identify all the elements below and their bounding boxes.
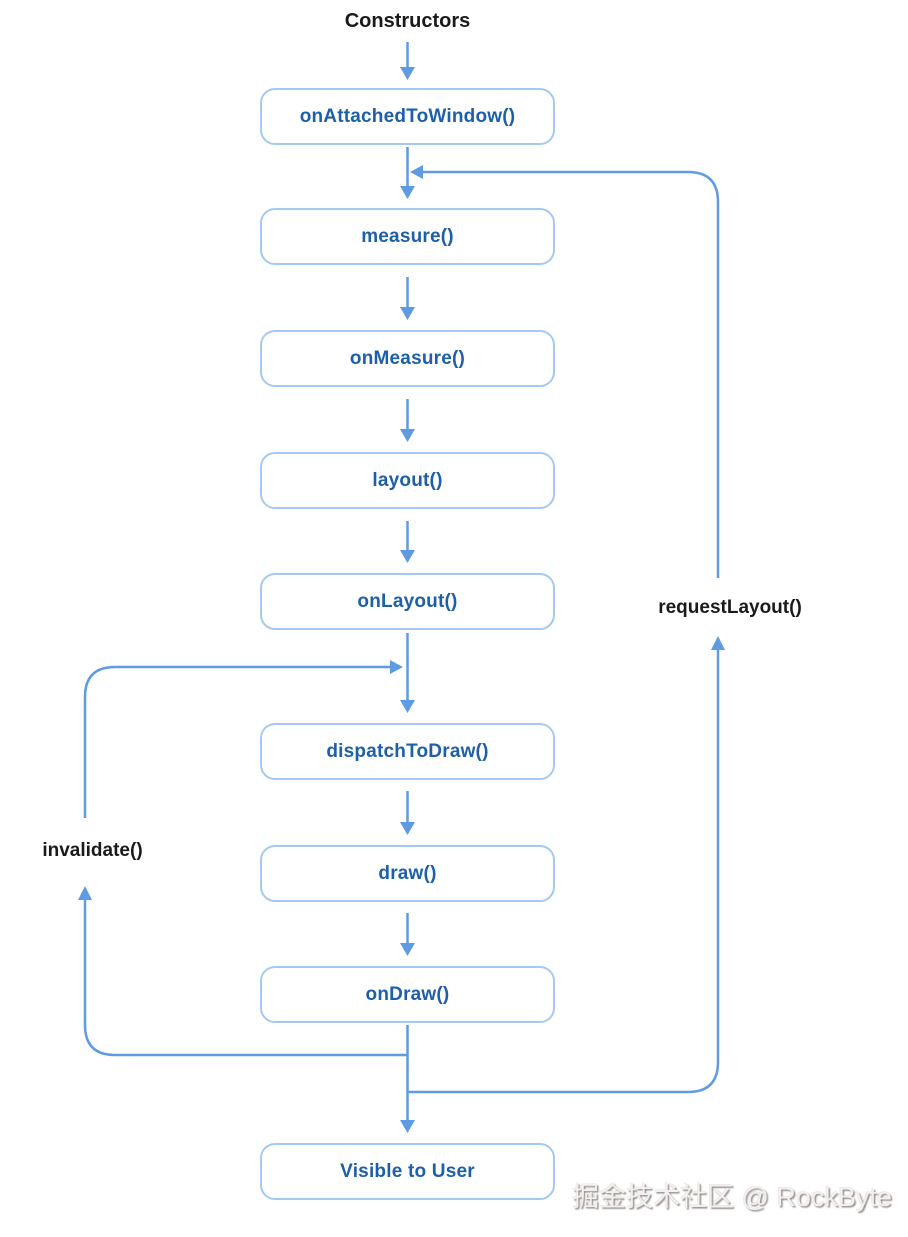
requestlayout-loop-upper-segment — [423, 170, 720, 578]
requestlayout-label: requestLayout() — [658, 597, 802, 618]
invalidate-loop-lower-segment — [83, 900, 408, 1057]
invalidate-loop-upper-segment — [83, 665, 390, 818]
node-onattachedtowindow: onAttachedToWindow() — [260, 88, 555, 145]
arrowhead-to-ondraw — [400, 943, 415, 956]
requestlayout-loop-lower-segment — [407, 650, 720, 1094]
arrowhead-to-layout — [400, 429, 415, 442]
arrowhead-to-draw — [400, 822, 415, 835]
arrowhead-to-measure — [400, 186, 415, 199]
node-visible-to-user: Visible to User — [260, 1143, 555, 1200]
node-layout: layout() — [260, 452, 555, 509]
node-dispatchtodraw: dispatchToDraw() — [260, 723, 555, 780]
node-onlayout: onLayout() — [260, 573, 555, 630]
arrowhead-to-onmeasure — [400, 307, 415, 320]
invalidate-loop-right-arrowhead — [390, 660, 403, 674]
arrowhead-to-onlayout — [400, 550, 415, 563]
invalidate-loop-up-arrowhead — [78, 886, 92, 900]
arrowhead-to-visible — [400, 1120, 415, 1133]
requestlayout-loop-up-arrowhead — [711, 636, 725, 650]
node-measure: measure() — [260, 208, 555, 265]
node-onmeasure: onMeasure() — [260, 330, 555, 387]
arrowhead-to-dispatchtodraw — [400, 700, 415, 713]
node-ondraw: onDraw() — [260, 966, 555, 1023]
node-draw: draw() — [260, 845, 555, 902]
arrowhead-constructors — [400, 67, 415, 80]
watermark: 掘金技术社区 @ RockByte — [572, 1182, 892, 1212]
constructors-label: Constructors — [344, 10, 471, 32]
invalidate-label: invalidate() — [42, 840, 143, 861]
requestlayout-loop-left-arrowhead — [410, 165, 423, 179]
